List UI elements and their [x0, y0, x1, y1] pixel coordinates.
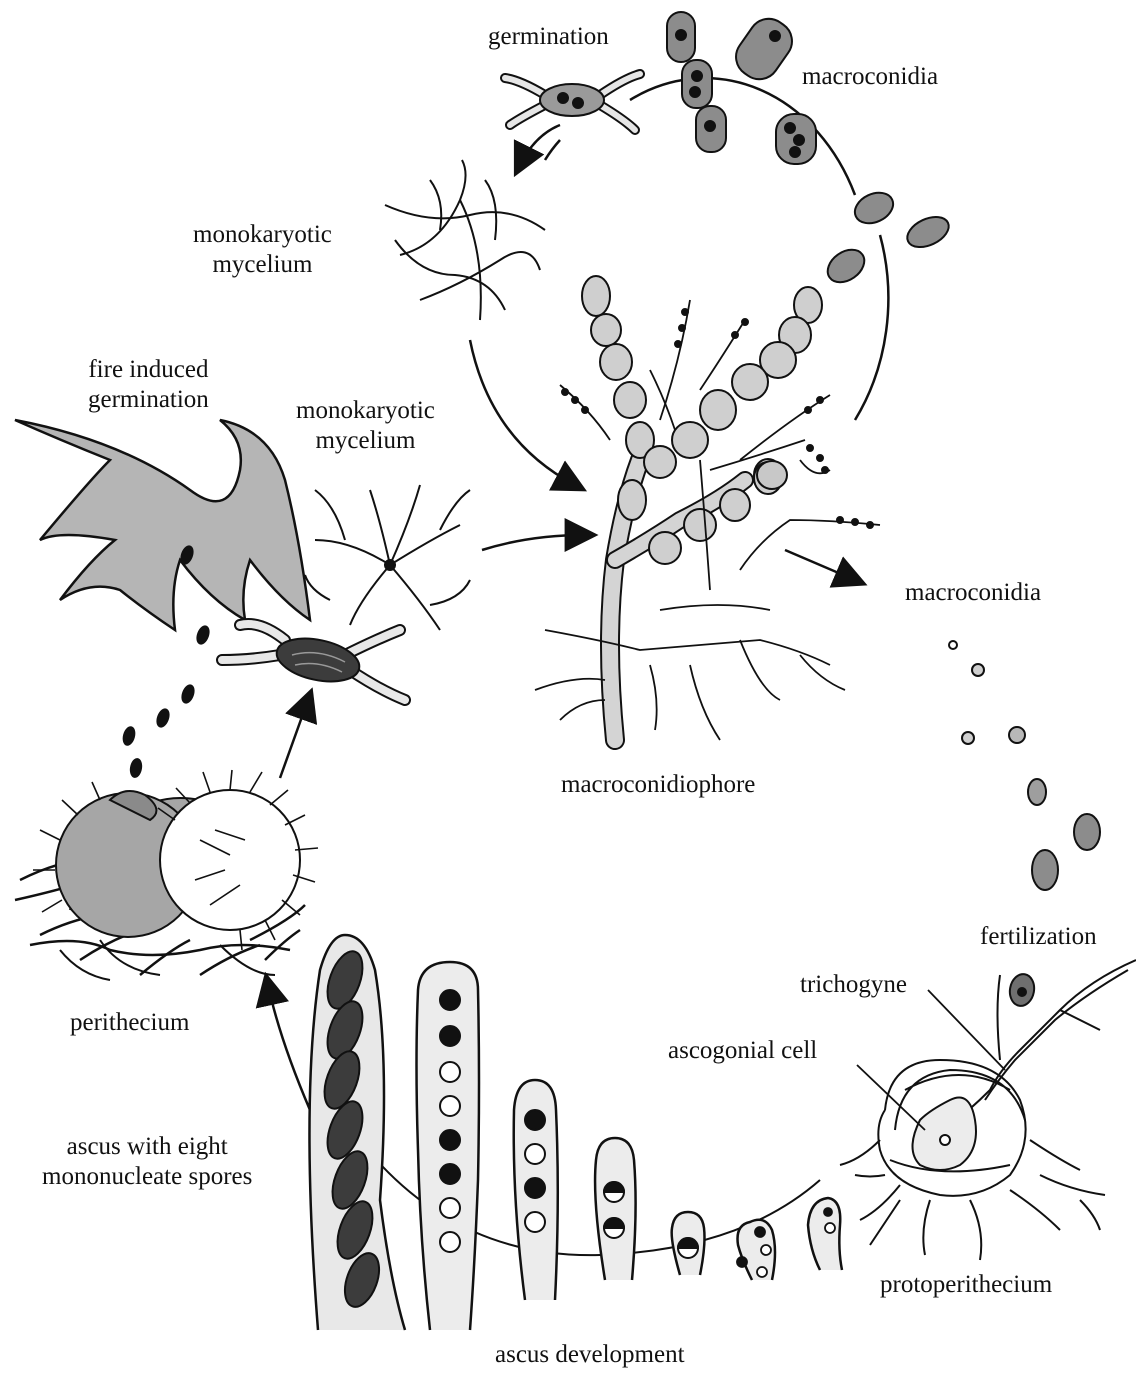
perithecium: [15, 770, 318, 980]
label-ascus-development: ascus development: [495, 1340, 685, 1370]
germinating-ascospore: [222, 624, 405, 700]
arrow-ascus-to-perithecium: [268, 985, 310, 1110]
asci-development: [309, 935, 842, 1330]
label-trichogyne: trichogyne: [800, 970, 907, 1000]
label-macroconidia-top: macroconidia: [802, 62, 938, 92]
arrow-conidiophore-to-macroconidia: [785, 550, 855, 580]
label-fertilization: fertilization: [980, 922, 1097, 952]
macroconidia-falling: [949, 641, 1100, 890]
label-germination: germination: [488, 22, 609, 52]
germinating-macroconidium: [505, 74, 640, 130]
ascus-two-nuclei: [595, 1138, 636, 1280]
monokaryotic-mycelium-mid: [305, 485, 470, 630]
monokaryotic-mycelium-top: [385, 160, 545, 320]
macroconidia-chain-top: [667, 11, 953, 289]
arrow-perithecium-to-spore: [280, 700, 308, 778]
label-ascogonial-cell: ascogonial cell: [668, 1036, 817, 1066]
arrow-mycelium-to-conidiophore: [470, 340, 575, 485]
label-macroconidia-right: macroconidia: [905, 578, 1041, 608]
fire-flames: [15, 420, 310, 630]
label-macroconidiophore: macroconidiophore: [561, 770, 755, 800]
label-perithecium: perithecium: [70, 1008, 189, 1038]
macroconidiophore: [535, 276, 880, 740]
protoperithecium: [840, 960, 1136, 1260]
arrow-germination-to-mycelium: [520, 125, 560, 165]
arrow-mid-mycelium-to-conidiophore: [482, 535, 585, 550]
label-protoperithecium: protoperithecium: [880, 1270, 1052, 1300]
